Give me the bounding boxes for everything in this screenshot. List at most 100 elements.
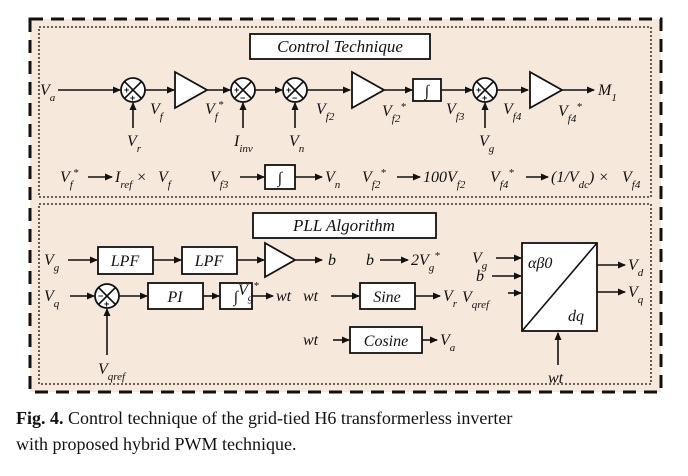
label-wt-out: wt: [276, 288, 292, 305]
label-sub: f2: [392, 113, 401, 125]
label-v: V: [325, 169, 337, 186]
label-sub: f2: [326, 111, 335, 123]
svg-text:+: +: [124, 85, 129, 95]
label-v: V: [440, 332, 452, 349]
control-title: Control Technique: [249, 33, 431, 60]
label-sub: q: [54, 298, 60, 310]
label-v: M: [597, 82, 613, 99]
label-v: V: [569, 169, 581, 186]
svg-text:Sine: Sine: [373, 289, 401, 306]
label-v: V: [382, 103, 394, 120]
label-b: b: [328, 252, 336, 269]
label-v: V: [238, 282, 250, 299]
label-sup: *: [576, 101, 582, 113]
label-v: V: [289, 133, 301, 150]
label-pre: 100: [423, 169, 447, 186]
svg-text:−: −: [240, 93, 245, 103]
cosine-block: Cosine: [349, 326, 423, 354]
gain-block-1: [174, 70, 209, 110]
svg-text:αβ0: αβ0: [528, 255, 552, 272]
label-vg-star: Vg*: [238, 280, 259, 304]
label-sub: f: [215, 111, 220, 123]
pll-title: PLL Algorithm: [252, 212, 437, 239]
label-v: V: [443, 288, 455, 305]
label-wt-cos: wt: [303, 332, 319, 349]
label-v: V: [158, 169, 170, 186]
label-sub: f4: [632, 179, 641, 191]
gain-block-3: [529, 70, 564, 110]
label-vq: Vq: [628, 284, 644, 306]
label-sup: *: [508, 167, 514, 179]
svg-text:dq: dq: [568, 308, 584, 325]
pll-panel: [38, 203, 652, 385]
label-sub: n: [299, 143, 305, 155]
svg-text:LPF: LPF: [194, 253, 224, 270]
pll-title-text: PLL Algorithm: [292, 216, 395, 235]
eq2-rhs: Vn: [325, 169, 341, 191]
label-sub: ref: [120, 179, 134, 191]
label-sub: f: [160, 111, 165, 123]
svg-text:+: +: [104, 299, 109, 309]
control-technique-panel: [38, 26, 652, 198]
label-vf2: Vf2: [316, 101, 335, 123]
label-sup: *: [73, 167, 79, 179]
label-sub: d: [638, 267, 644, 279]
label-vn: Vn: [289, 133, 305, 155]
label-sub: f3: [220, 179, 229, 191]
label-wt-sine: wt: [303, 288, 319, 305]
label-v: b: [366, 252, 374, 269]
label-v: b: [328, 252, 336, 269]
label-t-wt: wt: [548, 370, 564, 387]
label-sub: g: [429, 262, 435, 274]
label-vf4-star: Vf4*: [558, 101, 582, 125]
label-v: V: [44, 288, 56, 305]
label-v: V: [210, 169, 222, 186]
label-v: V: [558, 103, 570, 120]
label-v: V: [622, 169, 634, 186]
label-sub: q: [638, 294, 644, 306]
label-v: V: [44, 252, 56, 269]
lpf-block-2: LPF: [181, 246, 238, 275]
eq4-lhs: Vf4*: [490, 167, 514, 191]
label-v: V: [472, 250, 484, 267]
eq4-rhs: (1/Vdc) ×: [551, 169, 609, 191]
label-sub: a: [50, 92, 56, 104]
pll-integrator-block: ∫: [219, 282, 253, 310]
svg-text:+: +: [130, 93, 135, 103]
label-vg-in: Vg: [44, 252, 60, 274]
svg-text:∫: ∫: [233, 289, 240, 307]
label-sub: f4: [500, 179, 509, 191]
eq-b-rhs: 2Vg*: [411, 250, 440, 274]
label-vr-out: Vr: [443, 288, 458, 310]
label-vf4: Vf4: [503, 101, 522, 123]
label-sub: f3: [456, 111, 465, 123]
label-sub: inv: [239, 143, 253, 155]
label-sup: *: [218, 99, 224, 111]
eq2-integrator-block: ∫: [264, 164, 296, 190]
label-vqref: Vqref: [98, 361, 127, 383]
eq3-rhs: 100Vf2: [423, 169, 466, 191]
svg-text:+: +: [482, 93, 487, 103]
pi-block: PI: [147, 282, 204, 310]
label-post: ) ×: [588, 169, 609, 186]
label-sub: qref: [108, 371, 127, 383]
label-v: V: [628, 284, 640, 301]
label-vd: Vd: [628, 257, 644, 279]
eq-b-lhs: b: [366, 252, 374, 269]
label-sup: *: [253, 280, 259, 292]
label-vg: Vg: [479, 133, 495, 155]
label-vr: Vr: [127, 133, 142, 155]
svg-text:−: −: [98, 291, 103, 301]
label-m1: M1: [597, 82, 617, 104]
label-v: V: [446, 101, 458, 118]
caption-line-2: with proposed hybrid PWM technique.: [16, 434, 297, 454]
label-v: V: [490, 169, 502, 186]
label-sub: dc: [579, 179, 590, 191]
eq4-rhs-vf4: Vf4: [622, 169, 641, 191]
svg-text:+: +: [286, 85, 291, 95]
summing-junction-1: ++: [120, 77, 146, 103]
svg-text:LPF: LPF: [110, 253, 140, 270]
label-sub: g: [489, 143, 495, 155]
label-v: V: [503, 101, 515, 118]
